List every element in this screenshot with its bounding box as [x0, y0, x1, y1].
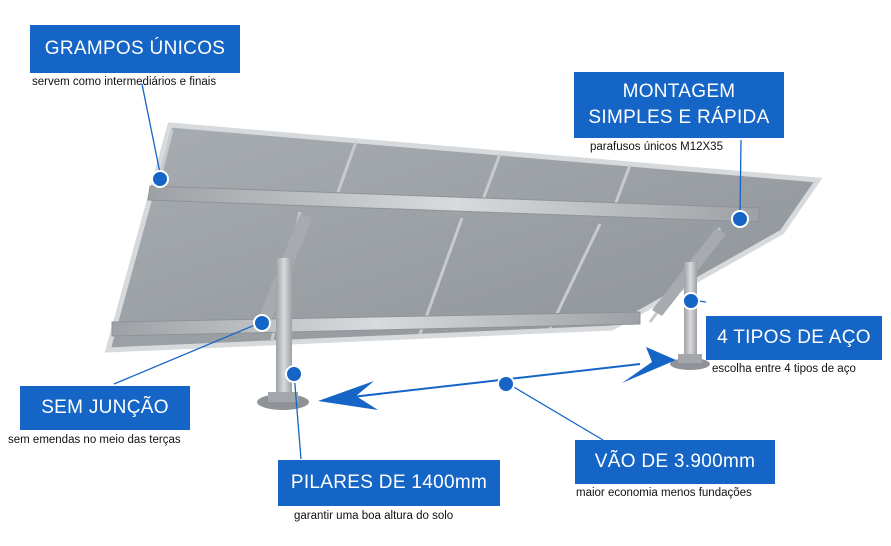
callout-vao-subtitle: maior economia menos fundações	[576, 487, 752, 499]
callout-pilares-subtitle: garantir uma boa altura do solo	[294, 510, 454, 522]
leader-lines	[113, 83, 742, 460]
marker-tipos-aco	[682, 292, 700, 310]
marker-montagem	[731, 210, 749, 228]
callout-tipos-aco-subtitle: escolha entre 4 tipos de aço	[712, 363, 856, 375]
right-pillar	[684, 262, 697, 362]
marker-vao	[497, 375, 515, 393]
callout-grampos-subtitle: servem como intermediários e finais	[32, 76, 217, 88]
callout-montagem-title: MONTAGEM SIMPLES E RÁPIDA	[574, 72, 784, 138]
callout-sem-juncao-subtitle: sem emendas no meio das terças	[8, 434, 181, 446]
span-arrow	[318, 347, 676, 410]
marker-sem-juncao	[253, 314, 271, 332]
callout-montagem-line1: MONTAGEM	[622, 81, 736, 102]
callout-sem-juncao-title: SEM JUNÇÃO	[20, 386, 190, 430]
marker-grampos	[151, 170, 169, 188]
callout-montagem-line2: SIMPLES E RÁPIDA	[588, 107, 770, 128]
callout-pilares-title: PILARES DE 1400mm	[278, 460, 500, 506]
marker-pilares	[285, 365, 303, 383]
callout-vao-title: VÃO DE 3.900mm	[575, 440, 775, 484]
callout-grampos-title: GRAMPOS ÚNICOS	[30, 25, 240, 73]
upper-purlin	[147, 185, 761, 223]
callout-montagem-subtitle: parafusos únicos M12X35	[590, 141, 723, 153]
callout-tipos-aco-title: 4 TIPOS DE AÇO	[706, 316, 882, 360]
left-pillar	[276, 258, 292, 398]
